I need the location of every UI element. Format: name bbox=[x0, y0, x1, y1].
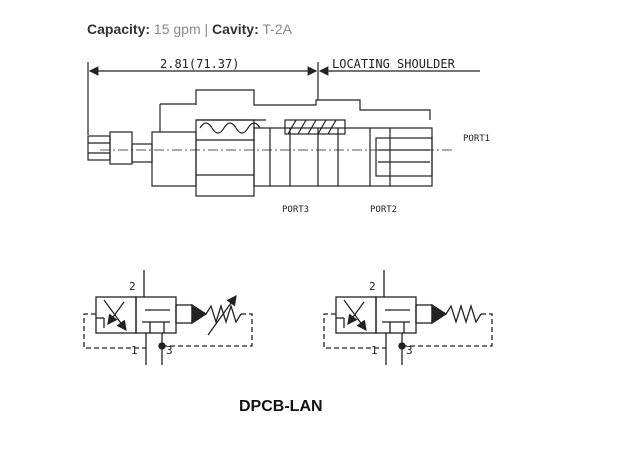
adjuster-body bbox=[151, 131, 197, 187]
junction-dot bbox=[158, 342, 166, 350]
pilot-line bbox=[323, 313, 386, 349]
valve-box-right bbox=[135, 296, 177, 334]
port3-label: PORT3 bbox=[282, 205, 309, 215]
schematic1-port1: 1 bbox=[131, 344, 138, 357]
lock-nut bbox=[131, 143, 153, 163]
spring-coils bbox=[199, 122, 261, 134]
stem-collar bbox=[109, 131, 133, 165]
drain-line bbox=[405, 313, 493, 347]
bonnet bbox=[195, 89, 431, 120]
valve-box-right bbox=[375, 296, 417, 334]
spec-separator: | bbox=[204, 21, 209, 37]
port1-label: PORT1 bbox=[463, 134, 490, 144]
schematic1-port2: 2 bbox=[129, 280, 136, 293]
schematic2-port2: 2 bbox=[369, 280, 376, 293]
schematic2-port3: 3 bbox=[406, 344, 413, 357]
schematic-fixed bbox=[323, 270, 493, 365]
schematic2-port1: 1 bbox=[371, 344, 378, 357]
cartridge-nose bbox=[375, 137, 433, 177]
schematic1-port3: 3 bbox=[166, 344, 173, 357]
valve-box-left bbox=[335, 296, 377, 334]
dimension-label: 2.81(71.37) bbox=[160, 57, 239, 71]
spool bbox=[284, 119, 346, 135]
junction-dot bbox=[398, 342, 406, 350]
capacity-value: 15 gpm bbox=[153, 21, 201, 37]
stem bbox=[87, 135, 111, 161]
spec-line: Capacity: 15 gpm | Cavity: T-2A bbox=[87, 21, 292, 37]
valve-box-left bbox=[95, 296, 137, 334]
cavity-value: T-2A bbox=[262, 21, 292, 37]
cartridge-body bbox=[253, 127, 433, 187]
port2-label: PORT2 bbox=[370, 205, 397, 215]
model-number: DPCB-LAN bbox=[239, 398, 323, 415]
drain-line bbox=[165, 313, 253, 347]
schematic-adjustable bbox=[83, 270, 253, 365]
cavity-label: Cavity: bbox=[212, 21, 259, 37]
adjustable-arrow bbox=[207, 294, 237, 336]
capacity-label: Capacity: bbox=[87, 21, 151, 37]
cross-section bbox=[87, 62, 480, 197]
locating-shoulder-label: LOCATING SHOULDER bbox=[332, 57, 456, 71]
pilot-line bbox=[83, 313, 146, 349]
spring-zigzag bbox=[445, 303, 482, 325]
